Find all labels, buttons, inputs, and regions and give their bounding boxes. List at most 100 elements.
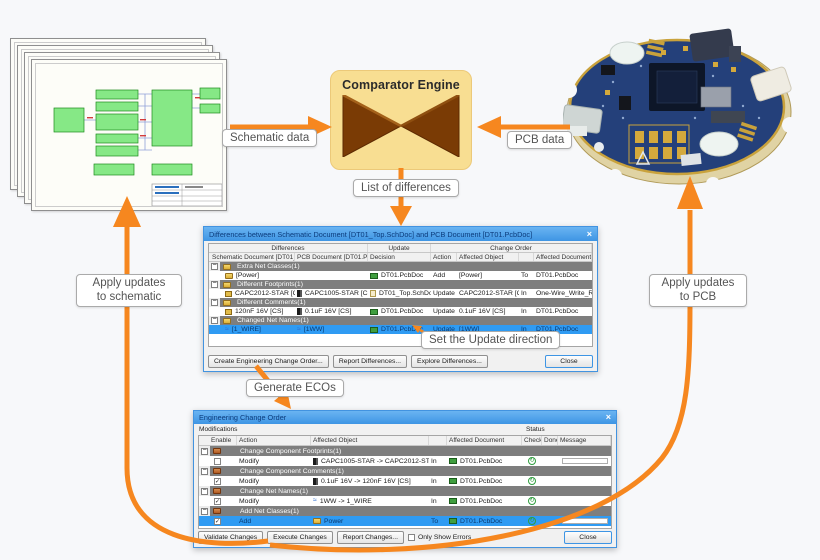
cell: DT01.PcbDoc bbox=[447, 516, 522, 526]
cell: ✓ bbox=[199, 516, 237, 526]
col-schematic-document[interactable]: Schematic Document [DT01_Top... bbox=[209, 253, 295, 261]
check-status-icon: ↻ bbox=[528, 497, 536, 505]
only-show-errors-checkbox[interactable] bbox=[407, 534, 415, 541]
group-label: Change Component Footprints(1) bbox=[240, 447, 342, 455]
cell: DT01.PcbDoc bbox=[536, 308, 579, 315]
row-expander-gutter: − bbox=[209, 298, 220, 307]
pcb-doc-icon bbox=[449, 518, 457, 524]
cell: To bbox=[431, 517, 439, 525]
col-enable[interactable]: Enable bbox=[199, 436, 237, 445]
col-decision[interactable]: Decision bbox=[368, 253, 431, 261]
group-row[interactable]: − Changed Net Names(1) bbox=[209, 316, 592, 325]
col-affected-object[interactable]: Affected Object bbox=[311, 436, 429, 445]
cell: Modify bbox=[239, 457, 260, 465]
diff-column-headers: Schematic Document [DT01_Top... PCB Docu… bbox=[209, 253, 592, 262]
col-message[interactable]: Message bbox=[558, 436, 611, 445]
col-affected-document[interactable]: Affected Document bbox=[536, 253, 592, 261]
cell: ↻ bbox=[522, 496, 542, 506]
apply-updates-schematic-label: Apply updates to schematic bbox=[76, 274, 182, 307]
check-status-icon: ↻ bbox=[528, 477, 536, 485]
col-direction[interactable] bbox=[429, 436, 447, 445]
validate-changes-button[interactable]: Validate Changes bbox=[198, 531, 264, 544]
group-row[interactable]: − Change Component Footprints(1) bbox=[199, 446, 611, 456]
expander-icon[interactable]: − bbox=[201, 486, 208, 495]
schematic-data-label: Schematic data bbox=[222, 129, 318, 148]
explore-differences-button[interactable]: Explore Differences... bbox=[411, 355, 488, 368]
group-row[interactable]: − Change Component Comments(1) bbox=[199, 466, 611, 476]
expander-icon[interactable]: − bbox=[211, 298, 218, 306]
cell: CAPC2012-STAR [CS] bbox=[209, 289, 295, 298]
eco-table: Enable Action Affected Object Affected D… bbox=[198, 435, 612, 529]
expander-icon[interactable]: − bbox=[211, 262, 218, 270]
eco-section-labels: Modifications Status bbox=[199, 426, 611, 433]
pcb-board-image bbox=[563, 28, 795, 190]
execute-changes-button[interactable]: Execute Changes bbox=[267, 531, 333, 544]
report-changes-button[interactable]: Report Changes... bbox=[336, 531, 404, 544]
group-row[interactable]: −Different Comments(1) bbox=[209, 298, 592, 307]
close-icon[interactable]: × bbox=[605, 412, 611, 422]
enable-checkbox[interactable] bbox=[214, 457, 221, 465]
expander-icon[interactable]: − bbox=[201, 446, 208, 455]
close-button[interactable]: Close bbox=[564, 531, 612, 544]
enable-checkbox[interactable]: ✓ bbox=[214, 497, 221, 505]
col-pcb-document[interactable]: PCB Document [DT01.PcbDoc] bbox=[297, 253, 368, 261]
col-check[interactable]: Check bbox=[524, 436, 542, 445]
folder-yellow-icon bbox=[225, 272, 233, 279]
schematic-drawing bbox=[53, 87, 223, 207]
cell: ↻ bbox=[522, 516, 542, 526]
only-show-errors-label: Only Show Errors bbox=[417, 534, 472, 541]
cell: ↻ bbox=[522, 476, 542, 486]
net-icon: ≈ bbox=[313, 497, 317, 504]
col-direction[interactable] bbox=[519, 253, 534, 261]
cell: Modify bbox=[239, 477, 260, 485]
col-affected-document[interactable]: Affected Document bbox=[447, 436, 522, 445]
col-affected-object[interactable]: Affected Object bbox=[457, 253, 519, 261]
eco-dialog: Engineering Change Order × Modifications… bbox=[193, 410, 617, 548]
pcb-doc-icon bbox=[449, 498, 457, 504]
create-eco-button[interactable]: Create Engineering Change Order... bbox=[208, 355, 329, 368]
table-row[interactable]: CAPC2012-STAR [CS]CAPC1005-STAR [CS]DT01… bbox=[209, 289, 592, 298]
pcb-doc-icon bbox=[370, 326, 378, 333]
enable-checkbox[interactable]: ✓ bbox=[214, 477, 221, 485]
enable-checkbox[interactable]: ✓ bbox=[214, 517, 221, 525]
group-row[interactable]: −Add Net Classes(1) bbox=[199, 506, 611, 516]
status-label: Status bbox=[526, 426, 545, 433]
message-box bbox=[562, 518, 608, 524]
row-expander-gutter: − bbox=[209, 262, 220, 271]
group-row[interactable]: −Extra Net Classes(1) bbox=[209, 262, 592, 271]
close-icon[interactable]: × bbox=[586, 228, 592, 239]
cell: In bbox=[431, 477, 437, 485]
footprint-dark-icon bbox=[313, 457, 318, 465]
expander-icon[interactable]: − bbox=[201, 506, 208, 515]
group-row[interactable]: −Different Footprints(1) bbox=[209, 280, 592, 289]
cell: [Power] bbox=[459, 272, 483, 279]
col-action[interactable]: Action bbox=[431, 253, 457, 261]
close-button[interactable]: Close bbox=[545, 355, 593, 368]
group-row[interactable]: −Change Net Names(1) bbox=[199, 486, 611, 496]
cell: CAPC2012-STAR [CS] bbox=[459, 290, 519, 297]
col-done[interactable]: Done bbox=[544, 436, 558, 445]
row-expander-gutter: − bbox=[199, 446, 210, 456]
pcb-doc-icon bbox=[370, 308, 378, 315]
bowtie-icon bbox=[342, 93, 460, 158]
expander-icon[interactable]: − bbox=[211, 280, 218, 288]
group-label: Changed Net Names(1) bbox=[237, 317, 309, 324]
group-label: Change Component Comments(1) bbox=[240, 467, 344, 475]
cell bbox=[295, 271, 368, 280]
col-action[interactable]: Action bbox=[237, 436, 311, 445]
net-icon: ≈ bbox=[297, 325, 301, 333]
expander-icon[interactable]: − bbox=[201, 466, 208, 475]
report-differences-button[interactable]: Report Differences... bbox=[332, 355, 408, 368]
row-expander-gutter: − bbox=[199, 506, 210, 516]
only-show-errors-option[interactable]: Only Show Errors bbox=[407, 534, 472, 541]
expander-icon[interactable]: − bbox=[211, 316, 218, 324]
cell: ↻ bbox=[522, 456, 542, 466]
